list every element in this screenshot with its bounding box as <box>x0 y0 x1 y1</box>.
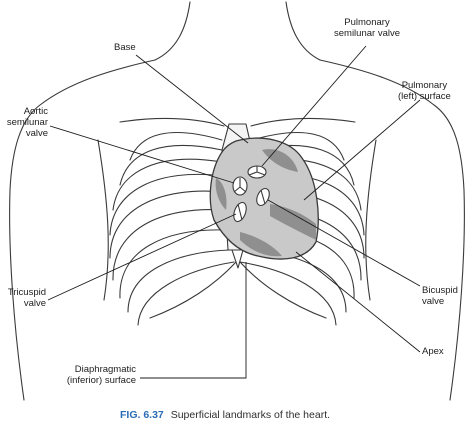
valves <box>232 165 270 223</box>
leader-tricuspid <box>47 213 237 301</box>
clavicle-right <box>250 117 356 127</box>
heart-shade-left <box>215 178 227 210</box>
costal-margin-left <box>149 261 237 319</box>
label-base-text: Base <box>114 42 136 53</box>
label-base: Base <box>114 42 136 53</box>
xiphoid-process <box>231 249 244 269</box>
label-aortic-semilunar-valve: Aortic semilunar valve <box>2 106 48 139</box>
label-bicuspid-valve-line2: valve <box>422 296 445 307</box>
label-pulmonary-semilunar-valve: Pulmonary semilunar valve <box>334 17 400 39</box>
heart-shade-upper <box>262 149 298 172</box>
label-aortic-semilunar-valve-line1: Aortic <box>23 106 48 117</box>
label-aortic-semilunar-valve-line3: valve <box>25 128 48 139</box>
label-tricuspid-valve: Tricuspid valve <box>2 287 46 309</box>
ribs-left <box>109 132 235 326</box>
label-pulmonary-semilunar-valve-line1: Pulmonary <box>344 17 390 28</box>
aortic-valve-symbol <box>232 176 248 196</box>
label-diaphragmatic-surface-line2: (inferior) surface <box>66 375 136 386</box>
label-pulmonary-left-surface-line2: (left) surface <box>398 91 451 102</box>
torso-left-outline <box>9 59 156 401</box>
tricuspid-valve-symbol <box>233 201 247 223</box>
clavicle-left <box>119 117 225 127</box>
leader-pulmonary-semilunar <box>261 45 367 167</box>
pulmonary-valve-symbol <box>247 165 267 179</box>
label-diaphragmatic-surface-line1: Diaphragmatic <box>74 364 136 375</box>
label-pulmonary-left-surface-line1: Pulmonary <box>401 80 448 91</box>
figure-number: FIG. 6.37 <box>120 409 164 421</box>
leader-base <box>135 54 249 144</box>
label-bicuspid-valve: Bicuspid valve <box>422 285 458 307</box>
leader-diaphragmatic <box>140 262 247 379</box>
leader-apex <box>295 251 421 353</box>
costal-margin-right <box>239 261 327 319</box>
leader-pulmonary-surface <box>303 99 421 201</box>
label-diaphragmatic-surface: Diaphragmatic (inferior) surface <box>20 364 136 386</box>
label-pulmonary-semilunar-valve-line2: semilunar valve <box>334 28 400 39</box>
leader-aortic-semilunar <box>49 125 235 184</box>
label-tricuspid-valve-line1: Tricuspid <box>7 287 46 298</box>
figure-caption-text: Superficial landmarks of the heart. <box>170 409 331 421</box>
label-pulmonary-left-surface: Pulmonary (left) surface <box>398 80 451 102</box>
leader-bicuspid <box>267 199 421 287</box>
arm-crease-right <box>365 139 377 301</box>
bicuspid-valve-symbol <box>256 187 270 207</box>
torso-right-outline <box>319 59 465 401</box>
label-apex: Apex <box>422 346 444 357</box>
label-tricuspid-valve-line2: valve <box>23 298 46 309</box>
figure-caption: FIG. 6.37 Superficial landmarks of the h… <box>120 409 330 421</box>
heart-shade-lower <box>240 232 282 257</box>
heart-shade-middle <box>270 204 316 240</box>
label-bicuspid-valve-line1: Bicuspid <box>422 285 458 296</box>
neck-outline <box>154 1 321 61</box>
label-apex-text: Apex <box>422 346 444 357</box>
label-aortic-semilunar-valve-line2: semilunar <box>6 117 48 128</box>
arm-crease-left <box>97 139 109 301</box>
